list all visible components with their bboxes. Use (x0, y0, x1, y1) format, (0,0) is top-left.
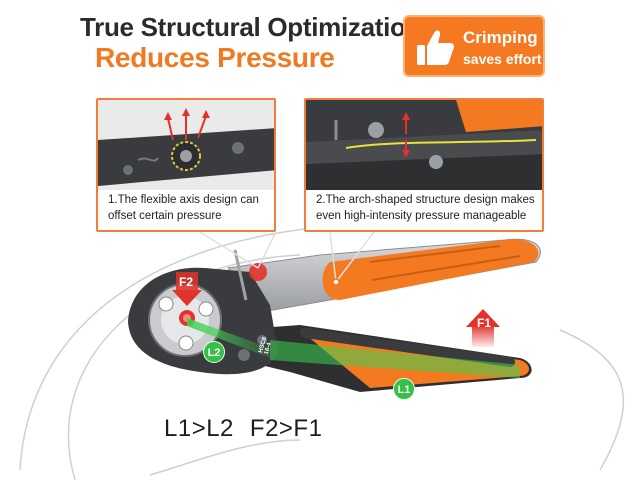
callout-1-caption: 1.The flexible axis design can offset ce… (108, 194, 259, 222)
headline-line-1: True Structural Optimization (80, 12, 422, 42)
thumbs-up-icon (417, 30, 454, 65)
headline-line-2: Reduces Pressure (95, 42, 335, 73)
crimping-badge: Crimping saves effort (403, 15, 545, 77)
force-arrow-f1 (466, 309, 500, 347)
callout-arch-structure: 2.The arch-shaped structure design makes… (304, 98, 544, 232)
leverage-formula: L1>L2 F2>F1 (164, 415, 322, 443)
lever-beam-l2 (187, 318, 270, 358)
lever-beam-l1 (270, 340, 520, 378)
crimp-head (128, 249, 278, 375)
arch-structure-closeup (306, 100, 542, 190)
flexible-axis-closeup (98, 100, 274, 190)
force-arrow-f2 (172, 272, 202, 306)
callout-leaders (199, 231, 375, 283)
formula-lever-comparison: L1>L2 (164, 415, 234, 442)
formula-force-comparison: F2>F1 (249, 415, 323, 442)
force-label-f1: F1 (477, 316, 492, 330)
lever-label-l1: L1 (393, 378, 415, 400)
upper-handle (227, 238, 541, 313)
lever-label-l2: L2 (203, 341, 225, 363)
force-label-f2: F2 (179, 275, 194, 289)
callout-flexible-axis: 1.The flexible axis design can offset ce… (96, 98, 276, 232)
callout-2-caption: 2.The arch-shaped structure design makes… (316, 194, 535, 222)
badge-title: Crimping (463, 28, 538, 47)
callout-anchor-2 (332, 278, 340, 286)
badge-subtitle: saves effort (463, 51, 542, 67)
